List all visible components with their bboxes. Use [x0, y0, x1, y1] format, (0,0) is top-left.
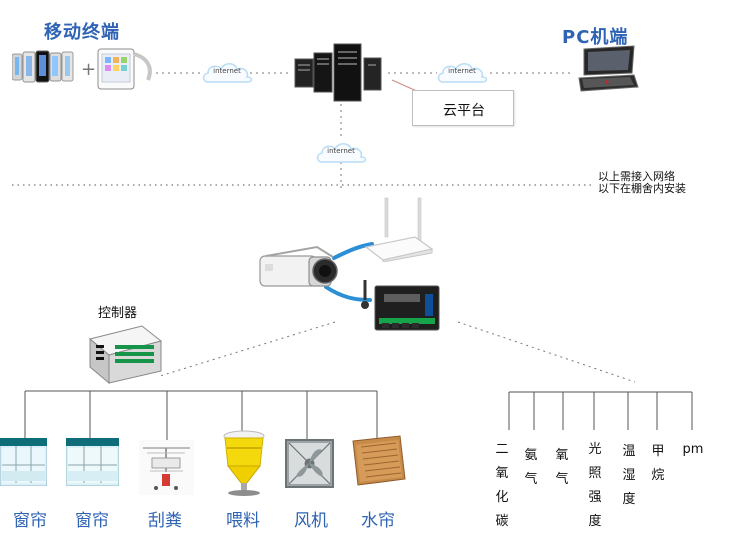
phones-tablet-icon: + [11, 48, 152, 90]
internet-label-left: internet [213, 67, 241, 75]
server-icon [294, 43, 382, 102]
pc-terminal-title: PC机端 [562, 27, 629, 48]
sensor-label-light-intensity: 光照强度 [588, 442, 602, 529]
divider-note: 以上需接入网络 以下在棚舍内安装 [598, 171, 686, 195]
window-curtain-icon [65, 437, 120, 487]
cloud-icon [437, 63, 488, 83]
svg-text:+: + [81, 59, 96, 80]
controller-label: 控制器 [98, 306, 138, 321]
controller-module [86, 321, 166, 385]
sensor-label-pm: pm [682, 442, 704, 457]
internet-cloud-middle: internet [313, 138, 369, 166]
camera-icon [259, 245, 338, 287]
laptop-icon [578, 45, 639, 92]
device-label-fan: 风机 [294, 511, 328, 531]
controller-module-icon [88, 325, 163, 385]
mobile-devices-group: + [11, 46, 157, 93]
internet-label-right: internet [448, 67, 476, 75]
sensor-label-ammonia: 氨气 [524, 448, 538, 487]
feeder-icon [223, 430, 265, 496]
internet-cloud-left: internet [199, 58, 255, 86]
device-label-curtain-2: 窗帘 [75, 511, 109, 531]
device-icon-fan [284, 438, 335, 490]
cloud-platform-label: 云平台 [443, 103, 485, 119]
sensor-label-oxygen: 氧气 [555, 448, 569, 487]
mobile-terminal-title: 移动终端 [44, 22, 120, 43]
window-curtain-icon [0, 437, 48, 487]
device-label-curtain-1: 窗帘 [13, 511, 47, 531]
data-collector-device [353, 276, 445, 338]
router-icon [364, 197, 434, 263]
cloud-icon [202, 63, 253, 83]
internet-cloud-right: internet [434, 58, 490, 86]
controller-box-icon [361, 280, 440, 331]
device-icon-water-curtain [350, 435, 406, 487]
device-label-water-curtain: 水帘 [361, 511, 395, 531]
divider-note-line-2: 以下在棚舍内安装 [598, 182, 686, 195]
divider-note-line-1: 以上需接入网络 [598, 170, 675, 183]
server-group [291, 42, 387, 105]
water-curtain-icon [352, 435, 406, 486]
device-label-feeder: 喂料 [226, 511, 260, 531]
wireless-router [364, 196, 434, 263]
device-icon-manure-scraper [139, 438, 194, 495]
sensor-label-methane: 甲烷 [651, 444, 665, 483]
camera-device [258, 244, 338, 298]
fan-icon [285, 439, 334, 488]
pc-laptop [574, 44, 641, 101]
sensor-label-temp-humidity: 温湿度 [622, 444, 636, 507]
cloud-icon [316, 143, 367, 163]
device-icon-feeder [220, 430, 268, 498]
cloud-platform-box: 云平台 [412, 90, 514, 126]
manure-scraper-icon [139, 440, 194, 495]
device-label-manure-scraper: 刮粪 [148, 511, 182, 531]
device-icon-curtain-1 [0, 437, 48, 487]
sensor-label-co2: 二氧化碳 [495, 442, 509, 529]
device-icon-curtain-2 [65, 437, 120, 487]
internet-label-middle: internet [327, 147, 355, 155]
